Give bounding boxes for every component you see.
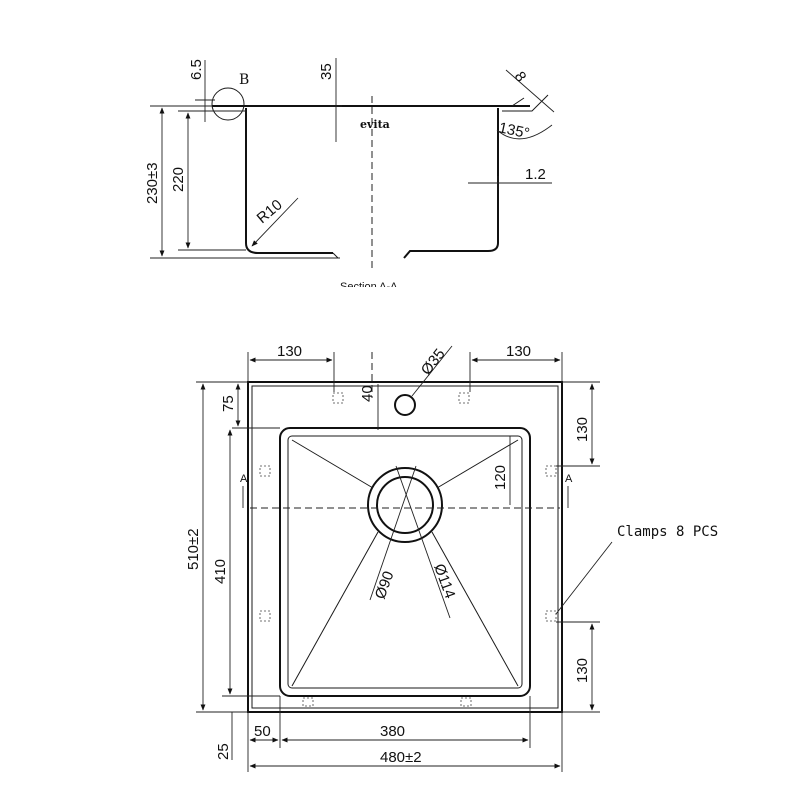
dim-top-right-130: 130: [506, 343, 531, 360]
plan-view: A A 130 130 Ø35 40: [185, 343, 718, 772]
dim-1-2: 1.2: [525, 166, 546, 183]
dim-510: 510±2: [185, 528, 202, 570]
dim-left-50: 50: [254, 723, 271, 740]
dim-6-5: 6.5: [188, 59, 205, 80]
brand-logo: evita: [360, 118, 390, 131]
dim-tap-hole: Ø35: [418, 346, 449, 379]
dim-40: 40: [359, 385, 376, 402]
section-flange: [506, 94, 549, 112]
dim-135-angle: 135°: [497, 119, 531, 142]
section-bowl-right: [403, 108, 499, 259]
section-view: B 6.5 35 evita 8 135° 1.2 230±3 220: [144, 58, 555, 293]
detail-b-circle: [211, 87, 245, 121]
dim-35: 35: [318, 63, 335, 80]
drain-inner: [376, 476, 434, 534]
dim-r10: R10: [254, 196, 286, 227]
sink-outer-rim: [247, 381, 563, 713]
sink-bowl: [279, 427, 531, 697]
dim-drain-120: 120: [492, 465, 509, 490]
dim-bottom-25: 25: [215, 743, 232, 760]
dim-drain-114: Ø114: [430, 562, 458, 601]
dim-410: 410: [212, 559, 229, 584]
section-mark-right: A: [565, 473, 573, 485]
clamps-callout: Clamps 8 PCS: [617, 524, 718, 540]
dim-right-bottom-130: 130: [574, 658, 591, 683]
section-mark-left: A: [240, 473, 248, 485]
dim-480: 480±2: [380, 749, 422, 766]
dim-220: 220: [170, 167, 187, 192]
clamps: [259, 392, 557, 707]
section-bowl-left: [245, 108, 333, 254]
dim-left-75: 75: [220, 395, 237, 412]
dim-right-top-130: 130: [574, 417, 591, 442]
dim-230: 230±3: [144, 162, 161, 204]
detail-b-label: B: [239, 72, 249, 88]
tap-hole: [394, 394, 416, 416]
dim-drain-90: Ø90: [372, 569, 398, 601]
dim-top-left-130: 130: [277, 343, 302, 360]
dim-380: 380: [380, 723, 405, 740]
drain-outer: [367, 467, 443, 543]
